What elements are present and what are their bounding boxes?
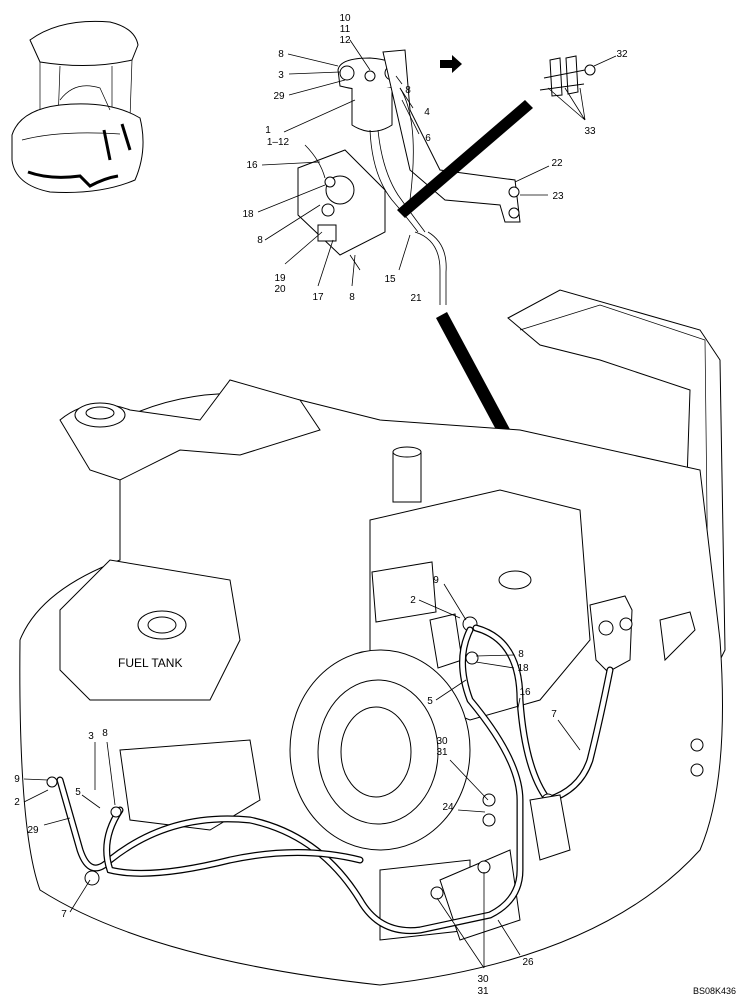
callout-d17: 17 <box>312 292 324 303</box>
callout-m24: 24 <box>442 802 454 813</box>
callout-d22: 22 <box>551 158 563 169</box>
callout-m31b: 31 <box>477 986 489 997</box>
callout-d1: 1 <box>265 125 271 136</box>
callout-m8a: 8 <box>518 649 524 660</box>
callout-d6: 6 <box>425 133 431 144</box>
callout-m3: 3 <box>88 731 94 742</box>
callout-d20: 20 <box>274 284 286 295</box>
fuel-tank-label: FUEL TANK <box>118 656 182 670</box>
callout-m31a: 31 <box>436 747 448 758</box>
callout-m16: 16 <box>519 687 531 698</box>
callout-d3: 3 <box>278 70 284 81</box>
callout-d4: 4 <box>424 107 430 118</box>
detail-callouts: 10 11 12 8 3 29 8 4 6 1 1–12 16 18 8 19 … <box>242 13 628 304</box>
callout-m30b: 30 <box>477 974 489 985</box>
callout-d21: 21 <box>410 293 422 304</box>
callout-m2a: 2 <box>410 595 416 606</box>
callout-d19: 19 <box>274 273 286 284</box>
callout-d23: 23 <box>552 191 564 202</box>
callout-m9b: 9 <box>14 774 20 785</box>
detail-view <box>297 49 596 305</box>
callout-d8a: 8 <box>278 49 284 60</box>
leader-lines <box>23 39 617 969</box>
callout-d11: 11 <box>340 24 351 35</box>
machine-assembly <box>19 289 726 986</box>
callout-d32: 32 <box>616 49 628 60</box>
callout-d33: 33 <box>584 126 596 137</box>
callout-m2b: 2 <box>14 797 20 808</box>
callout-d10: 10 <box>339 13 351 24</box>
callout-m9a: 9 <box>433 575 439 586</box>
direction-arrow-icon <box>440 55 462 73</box>
callout-d1-12: 1–12 <box>267 137 290 148</box>
callout-m18: 18 <box>517 663 529 674</box>
callout-d15: 15 <box>384 274 396 285</box>
machine-thumbnail <box>11 20 144 193</box>
callout-m7a: 7 <box>551 709 557 720</box>
callout-m8b: 8 <box>102 728 108 739</box>
callout-d16: 16 <box>246 160 258 171</box>
callout-d12: 12 <box>339 35 351 46</box>
main-callouts: 9 2 8 18 5 16 7 30 31 24 3 8 9 2 5 29 7 … <box>14 575 557 997</box>
callout-m7b: 7 <box>61 909 67 920</box>
callout-m5a: 5 <box>427 696 433 707</box>
callout-d18: 18 <box>242 209 254 220</box>
callout-m30a: 30 <box>436 736 448 747</box>
callout-m26: 26 <box>522 957 534 968</box>
callout-d29: 29 <box>273 91 285 102</box>
callout-d8b: 8 <box>405 85 411 96</box>
callout-m5b: 5 <box>75 787 81 798</box>
callout-d8d: 8 <box>349 292 355 303</box>
callout-m29: 29 <box>27 825 39 836</box>
reference-code: BS08K436 <box>693 986 736 996</box>
callout-d8c: 8 <box>257 235 263 246</box>
